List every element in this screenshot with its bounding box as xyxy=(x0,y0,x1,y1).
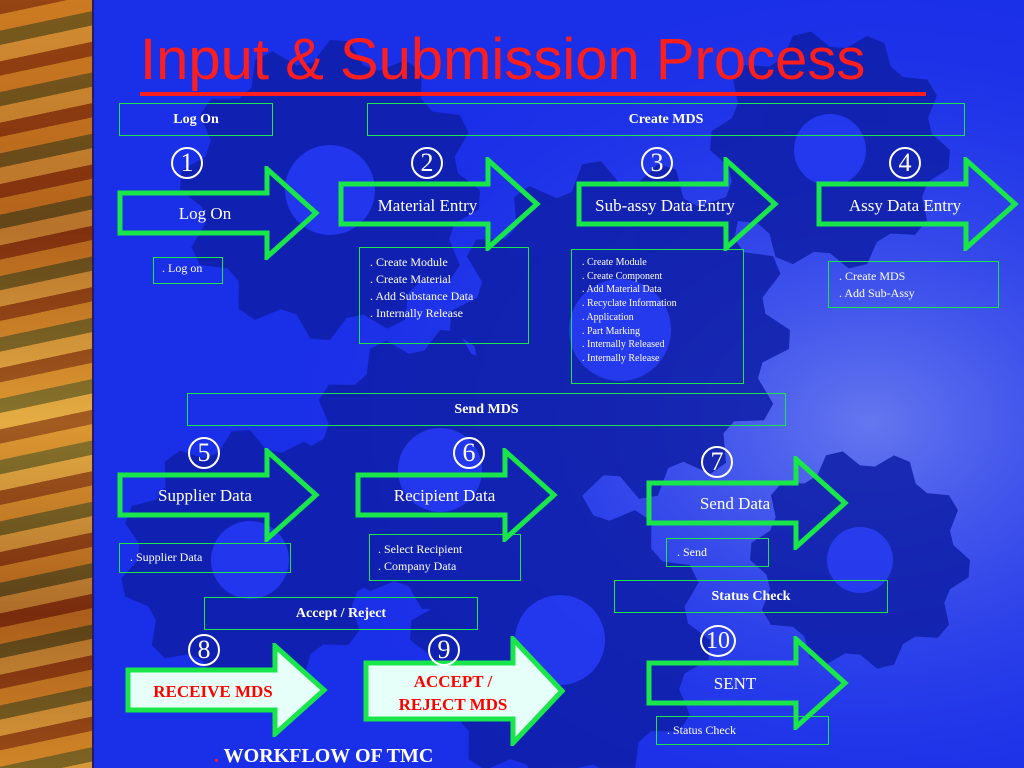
header-create-mds: Create MDS xyxy=(367,103,965,136)
header-accept-reject: Accept / Reject xyxy=(204,597,478,630)
step-6-label: Recipient Data xyxy=(393,486,496,505)
step-2-details: . Create Module . Create Material . Add … xyxy=(359,247,529,344)
detail-item: . Internally Released xyxy=(582,339,665,351)
step-10-label: SENT xyxy=(713,674,757,693)
detail-item: . Status Check xyxy=(667,723,736,737)
detail-item: . Part Marking xyxy=(582,325,641,337)
detail-item: . Supplier Data xyxy=(130,550,203,564)
detail-item: . Internally Release xyxy=(582,352,660,364)
detail-item: . Recyclate Information xyxy=(582,298,677,310)
detail-item: . Select Recipient xyxy=(378,542,463,556)
step-9-number: 9 xyxy=(428,634,460,666)
step-10-arrow xyxy=(646,636,849,730)
step-9-label: ACCEPT / REJECT MDS xyxy=(378,670,528,716)
step-8-arrow xyxy=(125,643,328,737)
detail-item: . Send xyxy=(677,545,707,559)
step-8-number: 8 xyxy=(188,634,220,666)
detail-item: . Log on xyxy=(162,261,203,275)
gear-hub xyxy=(794,114,866,186)
step-4-label: Assy Data Entry xyxy=(848,196,962,215)
detail-item: . Add Material Data xyxy=(582,284,662,296)
gear-hub xyxy=(827,527,893,593)
step-1-details: . Log on xyxy=(153,257,223,284)
detail-item: . Create Component xyxy=(582,270,663,282)
step-8-label: RECEIVE MDS xyxy=(153,682,273,701)
step-5-label: Supplier Data xyxy=(158,486,252,505)
step-9-label-line-2: REJECT MDS xyxy=(398,695,508,714)
step-1-number: 1 xyxy=(171,147,203,179)
step-7-arrow xyxy=(646,456,849,550)
footer-text: WORKFLOW OF TMC xyxy=(219,745,434,767)
step-2-number: 2 xyxy=(411,147,443,179)
step-7-number: 7 xyxy=(701,446,733,478)
step-7-details: . Send xyxy=(666,538,769,567)
step-6-details: . Select Recipient . Company Data xyxy=(369,534,521,581)
gear-hub xyxy=(211,521,289,599)
step-6-number: 6 xyxy=(453,437,485,469)
step-9-arrow xyxy=(363,636,566,746)
step-5-details: . Supplier Data xyxy=(119,543,291,573)
detail-item: . Add Sub-Assy xyxy=(839,286,915,300)
step-3-number: 3 xyxy=(641,147,673,179)
header-send-mds: Send MDS xyxy=(187,393,786,426)
gear-hub xyxy=(569,279,671,381)
step-4-number: 4 xyxy=(889,147,921,179)
gear-hub xyxy=(285,145,375,235)
step-3-arrow xyxy=(576,157,779,251)
page-title: Input & Submission Process xyxy=(140,27,866,92)
detail-item: . Company Data xyxy=(378,559,457,573)
detail-item: . Create MDS xyxy=(839,269,906,283)
step-5-number: 5 xyxy=(188,437,220,469)
step-4-details: . Create MDS . Add Sub-Assy xyxy=(828,261,999,308)
detail-item: . Create Module xyxy=(582,257,647,268)
detail-item: . Application xyxy=(582,311,634,323)
step-10-number: 10 xyxy=(700,625,736,657)
step-2-arrow xyxy=(338,157,541,251)
detail-item: . Internally Release xyxy=(370,306,463,320)
step-3-details: . Create Module . Create Component . Add… xyxy=(571,249,744,384)
detail-item: . Add Substance Data xyxy=(370,289,474,303)
decorative-side-strip xyxy=(0,0,94,768)
step-3-label: Sub-assy Data Entry xyxy=(595,196,735,215)
detail-item: . Create Material xyxy=(370,272,451,286)
step-5-arrow xyxy=(117,448,320,542)
step-7-label: Send Data xyxy=(699,494,771,513)
step-1-arrow xyxy=(117,166,320,260)
step-4-arrow xyxy=(816,157,1019,251)
step-1-label: Log On xyxy=(178,204,232,223)
title-underline xyxy=(140,92,926,96)
step-10-details: . Status Check xyxy=(656,716,829,745)
footer-caption: . WORKFLOW OF TMC xyxy=(214,745,433,768)
step-9-label-line-1: ACCEPT / xyxy=(413,672,493,691)
step-6-arrow xyxy=(355,448,558,542)
detail-item: . Create Module xyxy=(370,255,448,269)
footer-dot: . xyxy=(214,745,219,767)
header-log-on: Log On xyxy=(119,103,273,136)
step-2-label: Material Entry xyxy=(377,196,478,215)
header-status-check: Status Check xyxy=(614,580,888,613)
